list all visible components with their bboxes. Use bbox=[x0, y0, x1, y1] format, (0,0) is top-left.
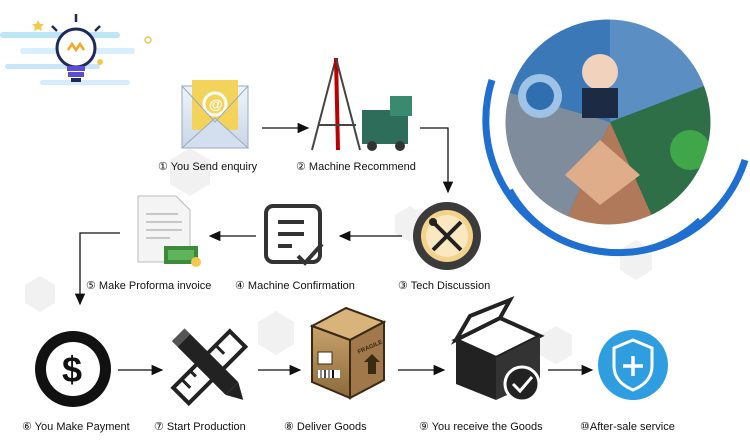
step-label-7: ⑦ Start Production bbox=[154, 421, 246, 433]
lightbulb-icon bbox=[0, 14, 152, 85]
step-label-8: ⑧ Deliver Goods bbox=[284, 421, 367, 433]
dollar-coin-icon: $ bbox=[35, 331, 111, 407]
decorative-hexagons bbox=[25, 148, 652, 364]
step-label-3: ③ Tech Discussion bbox=[398, 280, 491, 292]
cardboard-box-icon: FRAGILE bbox=[309, 306, 387, 400]
step-label-5: ⑤ Make Proforma invoice bbox=[86, 280, 212, 292]
shield-plus-icon bbox=[598, 330, 668, 400]
invoice-icon bbox=[137, 195, 201, 267]
step-label-2: ② Machine Recommend bbox=[296, 161, 416, 173]
step-label-4: ④ Machine Confirmation bbox=[235, 280, 355, 292]
svg-text:$: $ bbox=[62, 349, 82, 390]
checklist-icon bbox=[264, 204, 324, 266]
flow-arrows bbox=[74, 122, 594, 376]
step-label-10: ⑩After-sale service bbox=[580, 421, 675, 433]
service-photo-collage bbox=[482, 16, 749, 257]
step-label-9: ⑨ You receive the Goods bbox=[419, 421, 543, 433]
step-label-1: ① You Send enquiry bbox=[158, 161, 258, 173]
drill-rig-icon bbox=[311, 57, 412, 151]
tools-lifebuoy-icon bbox=[413, 202, 481, 270]
arrow-5-6 bbox=[74, 232, 120, 306]
received-box-check-icon bbox=[450, 296, 545, 403]
envelope-icon: @ bbox=[180, 80, 250, 149]
step-label-6: ⑥ You Make Payment bbox=[22, 421, 130, 433]
svg-text:@: @ bbox=[209, 96, 223, 112]
pencil-ruler-icon bbox=[170, 328, 249, 407]
arrow-2-3 bbox=[420, 127, 454, 194]
